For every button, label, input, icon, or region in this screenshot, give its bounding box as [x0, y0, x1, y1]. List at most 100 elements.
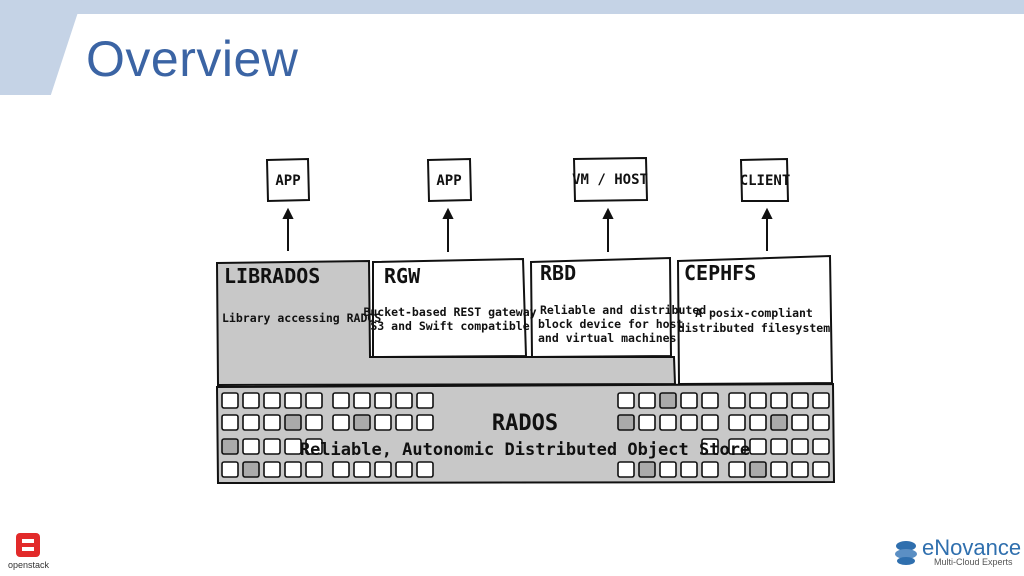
object-square	[749, 438, 767, 455]
object-square	[812, 461, 830, 478]
object-square	[395, 414, 413, 431]
object-square	[770, 461, 788, 478]
object-square	[305, 461, 323, 478]
librados-block	[215, 259, 677, 387]
client-app-2: APP	[426, 157, 473, 203]
object-square	[791, 392, 809, 409]
object-square	[332, 392, 350, 409]
object-square	[242, 414, 260, 431]
object-square	[749, 392, 767, 409]
object-square	[638, 414, 656, 431]
client-label: APP	[436, 173, 461, 189]
rados-block	[215, 382, 836, 485]
rbd-box	[529, 256, 673, 359]
component-name: LIBRADOS	[224, 264, 320, 288]
object-square	[749, 461, 767, 478]
object-square	[263, 414, 281, 431]
object-square	[617, 414, 635, 431]
object-square	[305, 392, 323, 409]
object-square	[770, 438, 788, 455]
object-square	[416, 392, 434, 409]
object-square	[221, 414, 239, 431]
object-square	[353, 392, 371, 409]
object-square	[221, 392, 239, 409]
object-square	[221, 438, 239, 455]
slide-title: Overview	[86, 31, 299, 87]
object-square	[728, 438, 746, 455]
arrow-up-icon	[761, 207, 773, 251]
object-square	[728, 392, 746, 409]
object-square	[305, 438, 323, 455]
object-square	[701, 461, 719, 478]
object-square	[680, 392, 698, 409]
client-vm-host: VM / HOST	[572, 156, 649, 203]
object-square	[284, 414, 302, 431]
object-square	[395, 461, 413, 478]
rados-title: RADOS	[492, 411, 558, 436]
enovance-logo-text: eNovance	[922, 535, 1022, 560]
client-app-1: APP	[265, 157, 311, 203]
enovance-logo	[895, 541, 917, 565]
object-square	[812, 414, 830, 431]
object-square	[374, 392, 392, 409]
object-square	[701, 438, 719, 455]
object-square	[263, 461, 281, 478]
object-square	[770, 414, 788, 431]
component-desc: A posix-compliant	[695, 306, 813, 320]
object-square	[701, 392, 719, 409]
object-square	[221, 461, 239, 478]
object-square	[812, 392, 830, 409]
object-square	[812, 438, 830, 455]
object-square	[617, 392, 635, 409]
object-square	[701, 414, 719, 431]
component-desc: distributed filesystem	[678, 321, 830, 335]
object-square	[659, 392, 677, 409]
object-store-grid	[221, 392, 830, 478]
object-square	[332, 414, 350, 431]
arrow-up-icon	[602, 207, 614, 252]
enovance-tagline: Multi-Cloud Experts	[934, 557, 1013, 567]
object-square	[242, 461, 260, 478]
component-name: CEPHFS	[684, 261, 756, 285]
object-square	[353, 414, 371, 431]
object-square	[680, 461, 698, 478]
object-square	[749, 414, 767, 431]
component-desc: Bucket-based REST gateway	[363, 305, 536, 319]
component-desc: block device for host	[538, 317, 683, 331]
rados-subtitle: Reliable, Autonomic Distributed Object S…	[300, 440, 750, 460]
component-desc: S3 and Swift compatible	[370, 319, 529, 333]
object-square	[416, 461, 434, 478]
object-square	[263, 438, 281, 455]
object-square	[791, 438, 809, 455]
component-desc: Reliable and distributed	[540, 303, 706, 317]
client-client: CLIENT	[740, 157, 791, 202]
object-square	[680, 414, 698, 431]
arrow-up-icon	[442, 207, 454, 252]
object-square	[284, 438, 302, 455]
arrow-up-icon	[282, 207, 294, 251]
component-name: RGW	[384, 264, 421, 288]
object-square	[395, 392, 413, 409]
object-square	[770, 392, 788, 409]
object-square	[284, 461, 302, 478]
openstack-logo	[16, 533, 40, 557]
object-square	[617, 461, 635, 478]
object-square	[416, 414, 434, 431]
rgw-box	[372, 257, 528, 359]
object-square	[638, 392, 656, 409]
client-label: VM / HOST	[572, 172, 648, 188]
object-square	[374, 461, 392, 478]
object-square	[284, 392, 302, 409]
object-square	[305, 414, 323, 431]
top-banner	[0, 0, 1024, 14]
object-square	[263, 392, 281, 409]
object-square	[659, 461, 677, 478]
component-desc: Library accessing RADOS	[222, 311, 381, 325]
cephfs-box	[676, 254, 834, 386]
component-name: RBD	[540, 261, 576, 285]
object-square	[242, 392, 260, 409]
object-square	[659, 414, 677, 431]
client-label: CLIENT	[740, 173, 791, 189]
object-square	[791, 414, 809, 431]
